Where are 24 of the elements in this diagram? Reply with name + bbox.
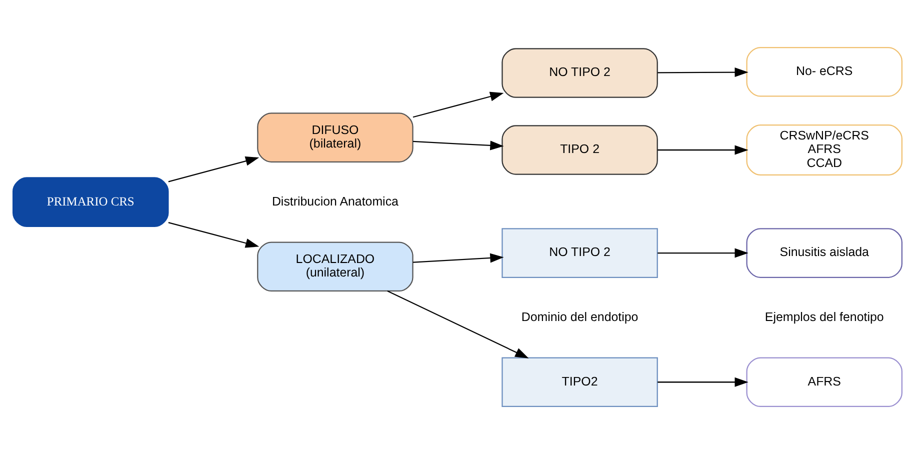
node-box: DIFUSO (bilateral) — [257, 112, 414, 162]
node-box: LOCALIZADO (unilateral) — [257, 242, 414, 292]
arrow — [412, 253, 504, 263]
node-box: TIPO2 — [502, 357, 658, 408]
node-box: NO TIPO 2 — [502, 228, 658, 278]
arrow — [658, 377, 748, 387]
node-box: Sinusitis aislada — [746, 228, 902, 278]
arrow — [412, 92, 504, 118]
arrow — [658, 145, 748, 155]
label: Dominio del endotipo — [521, 310, 638, 324]
label: Ejemplos del fenotipo — [764, 310, 884, 324]
arrow — [658, 248, 748, 258]
node-box: NO TIPO 2 — [502, 48, 658, 98]
node-box: PRIMARIO CRS — [12, 177, 169, 227]
node-box: TIPO 2 — [502, 125, 658, 175]
node-box: CRSwNP/eCRS AFRS CCAD — [746, 124, 902, 176]
arrow — [168, 222, 260, 248]
node-box: No- eCRS — [746, 46, 902, 97]
label: Distribucion Anatomica — [272, 194, 398, 208]
arrow — [387, 290, 529, 358]
node-box: AFRS — [746, 357, 902, 408]
arrow — [412, 140, 504, 150]
arrow — [168, 156, 260, 182]
arrow — [658, 68, 748, 78]
